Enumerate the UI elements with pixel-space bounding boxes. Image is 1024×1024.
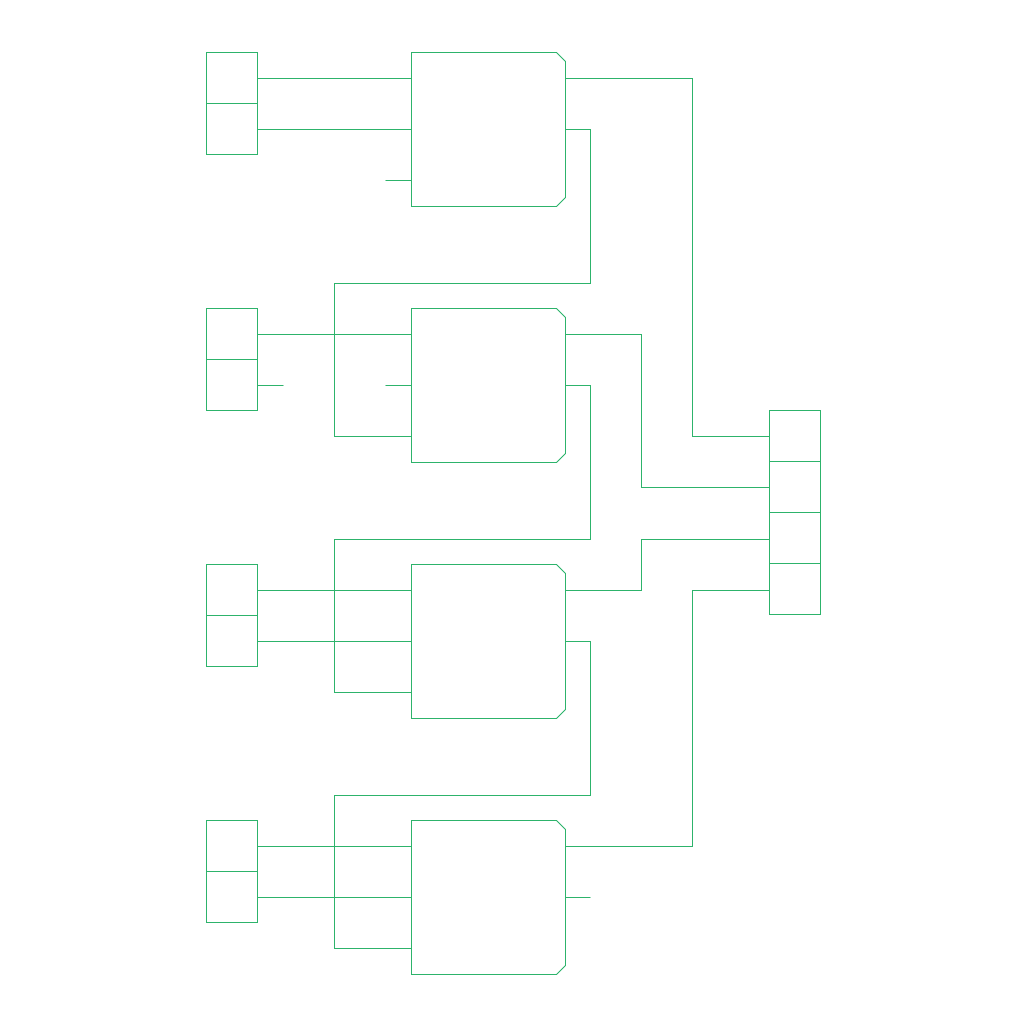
output-port-out-0 xyxy=(769,410,821,462)
stage-2-block xyxy=(411,308,566,463)
input-port-B2 xyxy=(206,615,258,667)
input-port-A2 xyxy=(206,564,258,616)
output-port-out-2 xyxy=(769,512,821,564)
wire-sum0-out xyxy=(565,78,770,437)
wire-carry3 xyxy=(334,641,591,949)
wire-sum1-out xyxy=(565,334,770,488)
wire-carry2 xyxy=(334,385,591,693)
input-port-A3 xyxy=(206,820,258,872)
input-port-B3 xyxy=(206,871,258,923)
stage-3-block xyxy=(411,564,566,719)
wire-sum3-out xyxy=(565,590,770,847)
wire-carry1 xyxy=(334,129,591,437)
input-port-B0 xyxy=(206,103,258,155)
wire-sum2-out xyxy=(565,539,770,591)
input-port-B1 xyxy=(206,359,258,411)
stage-4-block xyxy=(411,820,566,975)
input-port-A1 xyxy=(206,308,258,360)
output-port-out-1 xyxy=(769,461,821,513)
stage-1-block xyxy=(411,52,566,207)
input-port-A0 xyxy=(206,52,258,104)
output-port-out-3 xyxy=(769,563,821,615)
